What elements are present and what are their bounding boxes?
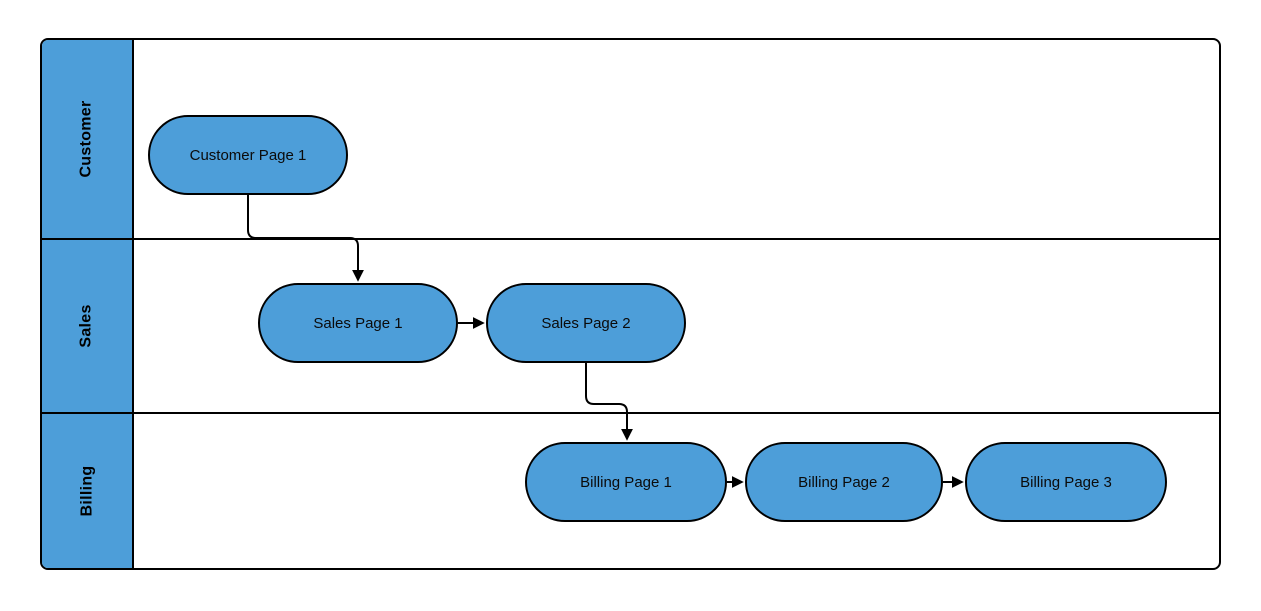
node-label-sales-page-2: Sales Page 2 [541,314,631,332]
lane-header-billing: Billing [42,414,134,568]
node-label-billing-page-2: Billing Page 2 [798,473,890,491]
node-billing-page-3[interactable]: Billing Page 3 [965,442,1167,522]
node-label-customer-page-1: Customer Page 1 [189,146,307,164]
lane-label-sales: Sales [78,304,95,348]
node-customer-page-1[interactable]: Customer Page 1 [148,115,348,195]
lane-billing: Billing [42,414,1219,568]
node-sales-page-2[interactable]: Sales Page 2 [486,283,686,363]
lane-header-customer: Customer [42,40,134,238]
node-billing-page-2[interactable]: Billing Page 2 [745,442,943,522]
node-label-sales-page-1: Sales Page 1 [313,314,403,332]
node-label-billing-page-1: Billing Page 1 [580,473,672,491]
lane-label-customer: Customer [78,100,95,178]
node-label-billing-page-3: Billing Page 3 [1020,473,1112,491]
lane-customer: Customer [42,40,1219,240]
node-sales-page-1[interactable]: Sales Page 1 [258,283,458,363]
lane-label-billing: Billing [77,465,95,517]
lane-header-sales: Sales [42,240,134,412]
lane-sales: Sales [42,240,1219,414]
node-billing-page-1[interactable]: Billing Page 1 [525,442,727,522]
